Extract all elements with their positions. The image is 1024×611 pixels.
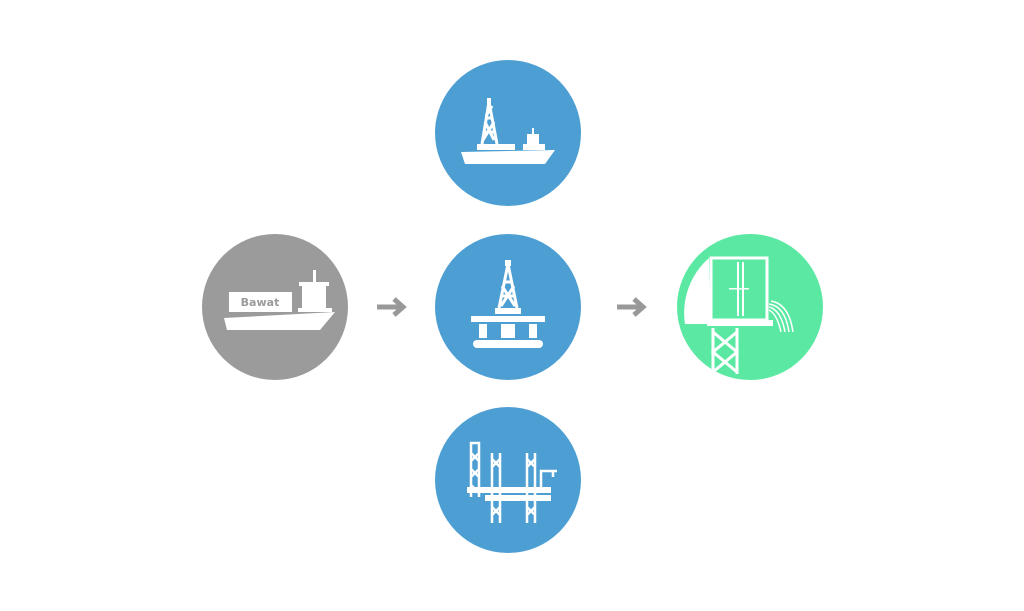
- jackup-node: [435, 407, 581, 553]
- drillship-icon: [461, 98, 555, 164]
- cargo-ship-icon: Bawat: [224, 270, 335, 330]
- cargo-ship-node: Bawat: [202, 234, 348, 380]
- jackup-rig-icon: [467, 441, 557, 523]
- semi-submersible-node: [435, 234, 581, 380]
- container-discharge-icon: [684, 256, 794, 374]
- arrow-right-icon: [377, 297, 407, 317]
- container-label: Bawat: [241, 296, 280, 309]
- discharge-node: [677, 234, 823, 380]
- drillship-node: [435, 60, 581, 206]
- arrow-right-icon: [617, 297, 647, 317]
- semi-submersible-rig-icon: [471, 260, 545, 348]
